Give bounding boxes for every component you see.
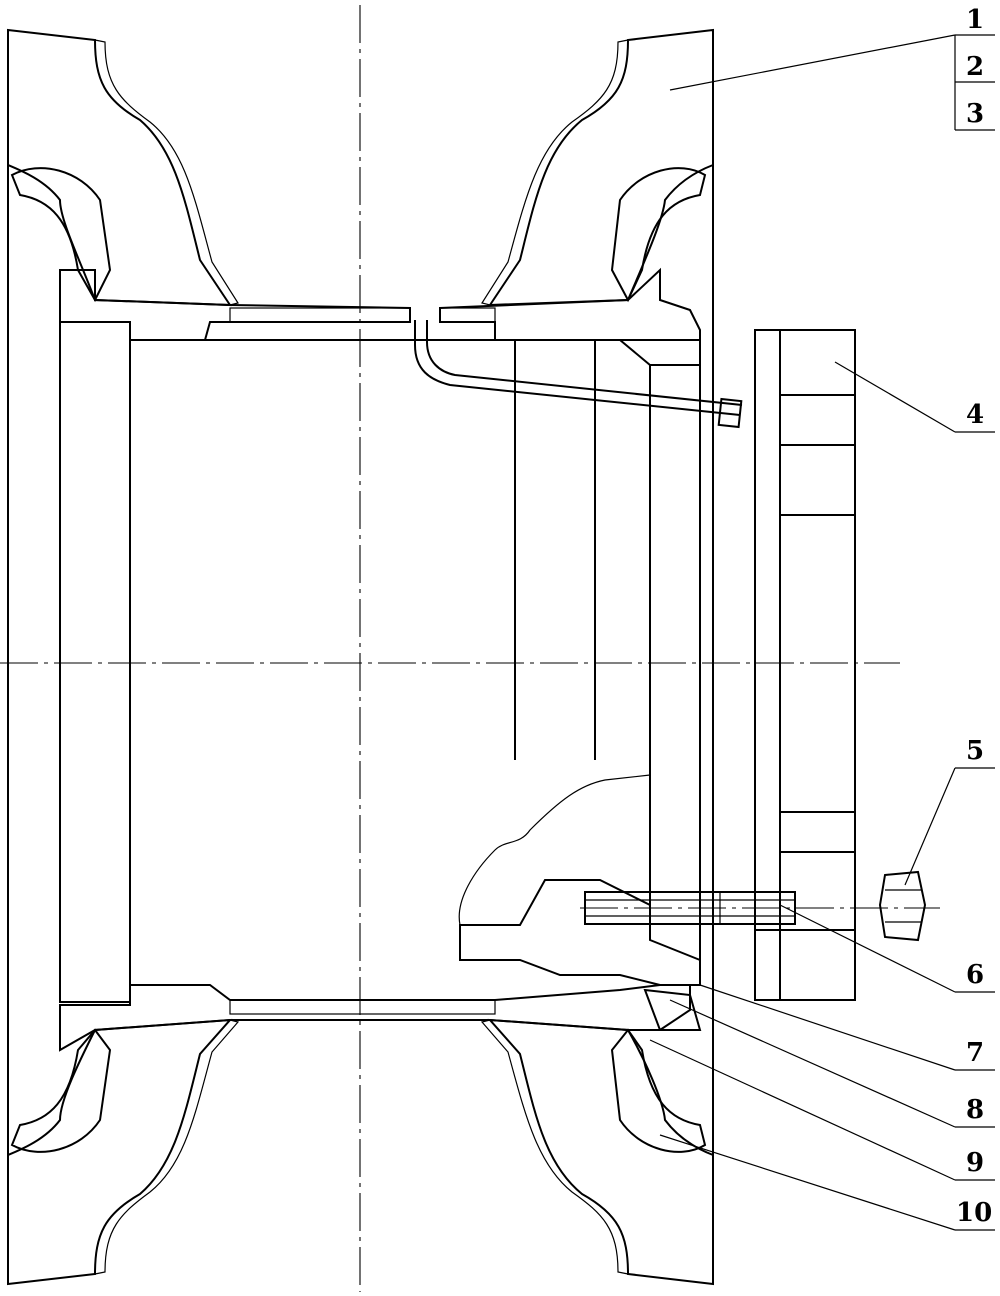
lower-rim xyxy=(59,984,702,1052)
callout-3: 3 xyxy=(966,99,984,129)
tyre-outline xyxy=(7,30,714,1284)
callout-2: 2 xyxy=(966,52,984,82)
valve-stem xyxy=(414,320,743,429)
callout-5: 5 xyxy=(966,736,984,766)
flange-plate xyxy=(754,329,856,1001)
callout-6: 6 xyxy=(966,960,984,990)
centerlines xyxy=(0,5,940,1292)
lower-hub xyxy=(458,774,796,986)
callout-4: 4 xyxy=(966,400,984,430)
callout-8: 8 xyxy=(966,1095,984,1125)
callout-9: 9 xyxy=(966,1148,984,1178)
callout-7: 7 xyxy=(966,1038,984,1068)
upper-rim xyxy=(59,267,701,366)
lower-tyre-section xyxy=(7,1018,714,1286)
callout-1: 1 xyxy=(966,5,984,35)
leader-lines xyxy=(649,34,995,1231)
nut xyxy=(878,870,927,942)
callout-labels: 1 2 3 4 5 6 7 8 9 10 xyxy=(956,5,992,1228)
callout-10: 10 xyxy=(956,1198,992,1228)
